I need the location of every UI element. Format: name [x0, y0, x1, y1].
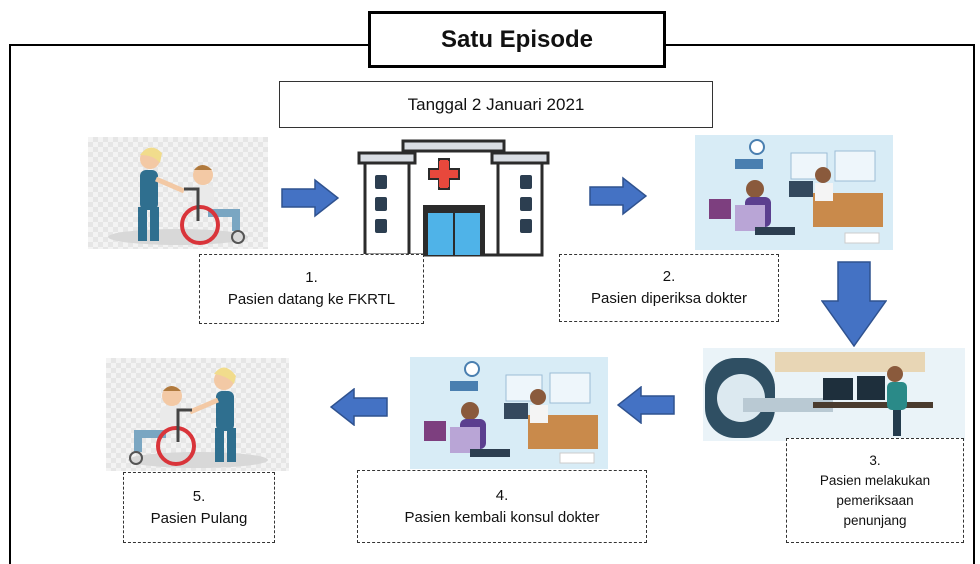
- date-label: Tanggal 2 Januari 2021: [279, 81, 713, 128]
- arrow-left-2: [330, 388, 388, 426]
- wheelchair-discharge-illustration: [106, 358, 289, 471]
- step-text: Pasien datang ke FKRTL: [227, 291, 396, 308]
- step-number: 4.: [495, 486, 509, 504]
- step-text-line: penunjang: [843, 512, 907, 528]
- step-4-box: 4. Pasien kembali konsul dokter: [357, 470, 647, 543]
- step-text-line: pemeriksaan: [836, 492, 914, 508]
- step-number: 1.: [305, 269, 318, 286]
- step-2-box: 2. Pasien diperiksa dokter: [559, 254, 779, 322]
- arrow-left-1: [617, 386, 675, 424]
- step-text: Pasien diperiksa dokter: [591, 290, 747, 307]
- hospital-icon: [355, 139, 552, 259]
- doctor-consultation-illustration: [695, 135, 893, 250]
- episode-title: Satu Episode: [368, 11, 666, 68]
- arrow-right-2: [589, 176, 647, 216]
- step-number: 5.: [192, 487, 206, 505]
- step-text: Pasien kembali konsul dokter: [404, 508, 600, 526]
- mri-scan-illustration: [703, 348, 965, 441]
- step-1-box: 1. Pasien datang ke FKRTL: [199, 254, 424, 324]
- arrow-down: [821, 261, 887, 347]
- step-number: 2.: [662, 268, 676, 285]
- step-number: 3.: [869, 452, 881, 468]
- step-text-line: Pasien melakukan: [819, 472, 931, 488]
- step-3-box: 3. Pasien melakukan pemeriksaan penunjan…: [786, 438, 964, 543]
- doctor-consultation-illustration-return: [410, 357, 608, 469]
- arrow-right-1: [281, 178, 339, 218]
- wheelchair-arrival-illustration: [88, 137, 268, 249]
- step-5-box: 5. Pasien Pulang: [123, 472, 275, 543]
- step-text: Pasien Pulang: [150, 509, 248, 527]
